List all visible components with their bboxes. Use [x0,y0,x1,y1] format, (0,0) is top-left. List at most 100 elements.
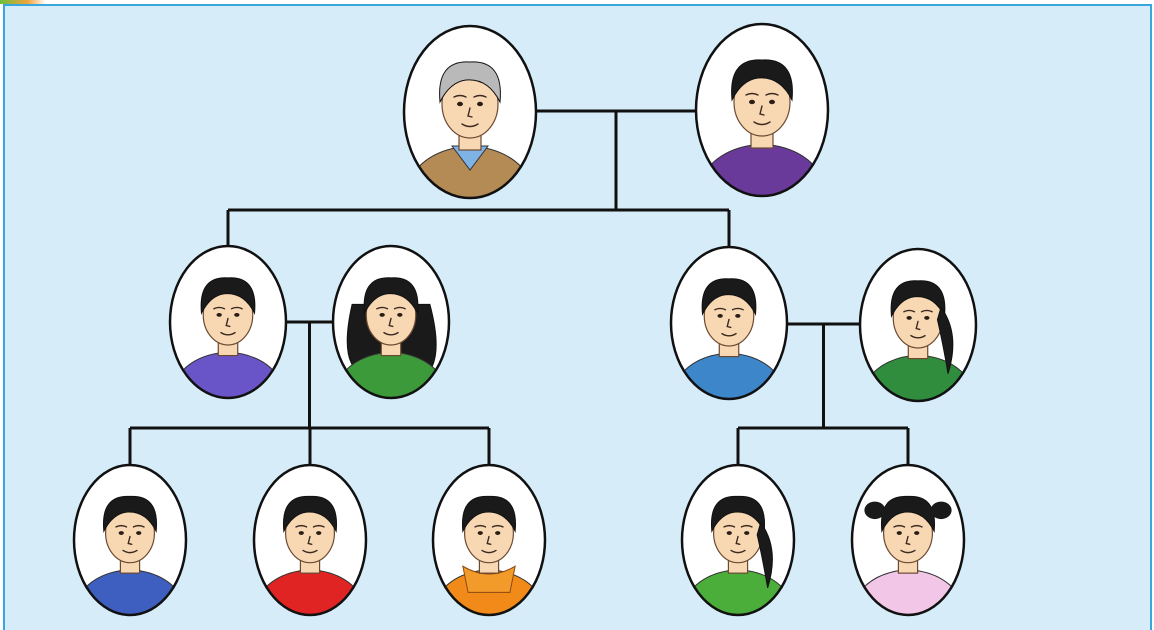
eye-right [769,99,775,105]
eye-left [216,312,222,317]
nose [726,318,732,329]
portrait-frame [252,463,368,617]
portrait-frame [680,463,796,617]
brow-left [474,524,487,528]
brow-left [714,307,727,311]
nose [225,317,231,328]
nose [915,320,921,331]
portrait-father-left [168,244,288,400]
brow-right [230,306,243,310]
brow-right [765,92,779,96]
brow-right [312,524,325,528]
portrait-frame [72,463,188,617]
hair [363,277,419,315]
eye-left [118,531,124,535]
hair [439,61,501,104]
pigtail-left [864,501,886,520]
mouth [302,549,318,554]
nose [759,105,765,116]
mouth [900,549,916,554]
brow-right [740,524,753,528]
portrait-son-3 [431,463,547,617]
brow-left [723,524,736,528]
portrait-mother-right [858,247,978,403]
eye-right [495,531,501,535]
hair [200,277,256,315]
portrait-frame [694,22,830,198]
brow-right [393,306,406,310]
brow-left [295,524,308,528]
ponytail [756,521,773,589]
brow-right [731,307,744,311]
hair [701,278,757,316]
nose [388,317,394,328]
nose [486,535,492,546]
portrait-son-1 [72,463,188,617]
brow-right [920,309,933,313]
pigtail-right [930,501,952,520]
mouth [721,332,737,337]
mouth [730,549,746,554]
portrait-daughter-1 [680,463,796,617]
eye-right [744,531,750,535]
eye-right [234,312,240,317]
eye-left [477,531,483,535]
eye-left [896,531,902,535]
portrait-frame [669,245,789,401]
nose [735,535,741,546]
hair [880,495,936,534]
eye-left [749,99,755,105]
portrait-frame [431,463,547,617]
brow-left [453,94,467,98]
portrait-frame [331,244,451,400]
brow-right [473,94,487,98]
eye-right [735,313,741,318]
eye-left [457,101,463,107]
hair [102,495,158,534]
nose [905,535,911,546]
eye-right [924,315,930,320]
portrait-mother-left [331,244,451,400]
eye-right [477,101,483,107]
mouth [220,331,236,336]
brow-left [213,306,226,310]
brow-left [745,92,759,96]
portrait-daughter-2 [850,463,966,617]
ponytail [936,306,954,374]
nose [307,535,313,546]
brow-right [132,524,145,528]
portrait-father-right [669,245,789,401]
portraits [72,22,978,617]
hair [282,495,338,534]
corner-badge [0,0,46,4]
portrait-frame [402,24,538,200]
brow-left [903,309,916,313]
brow-left [893,524,906,528]
eye-right [136,531,142,535]
brow-right [910,524,923,528]
mouth [753,121,771,126]
brow-left [376,306,389,310]
portrait-grandmother [694,22,830,198]
connector-lines [128,109,910,467]
eye-left [906,315,912,320]
portrait-son-2 [252,463,368,617]
eye-right [914,531,920,535]
eye-left [379,312,385,317]
eye-left [726,531,732,535]
nose [127,535,133,546]
portrait-frame [850,463,966,617]
eye-left [717,313,723,318]
brow-right [491,524,504,528]
eye-right [397,312,403,317]
mouth [383,331,399,336]
portrait-frame [858,247,978,403]
brow-left [115,524,128,528]
mouth [481,549,497,554]
mouth [122,549,138,554]
hair [731,59,793,102]
mouth [461,123,479,128]
nose [467,107,473,118]
portrait-frame [168,244,288,400]
